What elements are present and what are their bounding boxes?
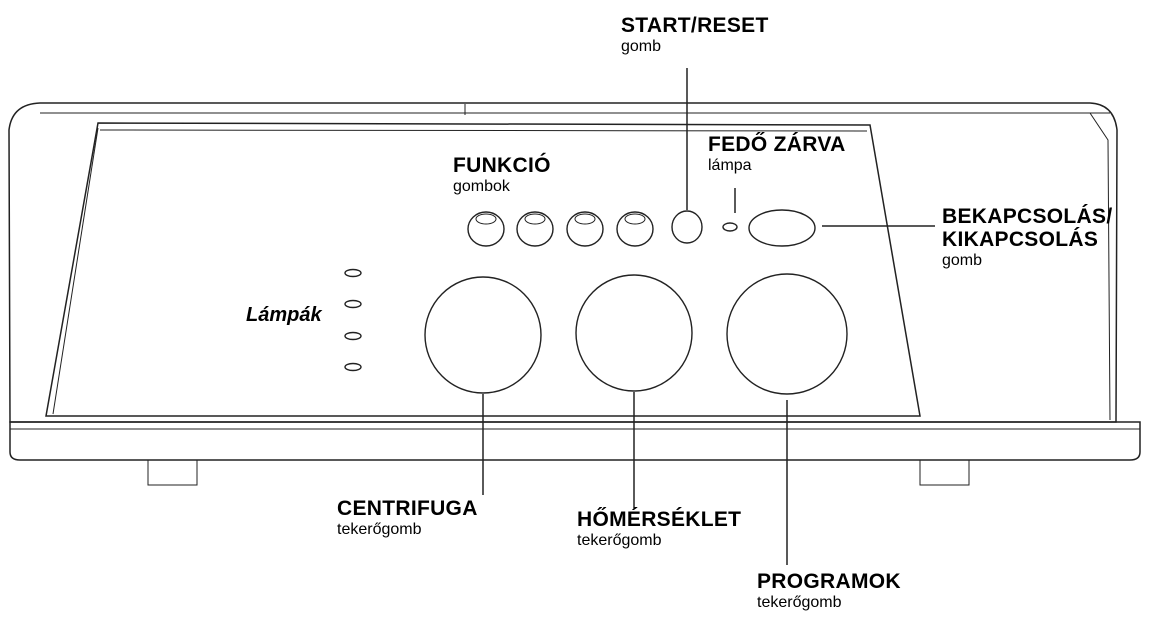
- centrifuga-title: CENTRIFUGA: [337, 497, 478, 520]
- programok-title: PROGRAMOK: [757, 570, 901, 593]
- function-button-4: [616, 211, 654, 247]
- lid-closed-lamp: [722, 222, 738, 232]
- temperature-dial: [575, 274, 693, 392]
- start-reset-title: START/RESET: [621, 14, 769, 37]
- funkcio-label: FUNKCIÓ gombok: [453, 154, 551, 196]
- indicator-lamp-4: [344, 362, 362, 372]
- bekapcsolas-title-2: KIKAPCSOLÁS: [942, 228, 1099, 251]
- start-reset-button: [671, 210, 703, 244]
- indicator-lamp-3: [344, 331, 362, 341]
- homerseklet-title: HŐMÉRSÉKLET: [577, 508, 742, 531]
- spin-dial: [424, 276, 542, 394]
- fedo-zarva-title: FEDŐ ZÁRVA: [708, 133, 846, 156]
- function-button-2: [516, 211, 554, 247]
- bekapcsolas-title-1: BEKAPCSOLÁS/: [942, 205, 1113, 228]
- panel-face-left-shadow: [52, 127, 99, 415]
- function-button-1: [467, 211, 505, 247]
- power-button: [748, 209, 816, 247]
- bekapcsolas-label: BEKAPCSOLÁS/ KIKAPCSOLÁS gomb: [942, 205, 1112, 270]
- fedo-zarva-label: FEDŐ ZÁRVA lámpa: [708, 133, 846, 175]
- programok-label: PROGRAMOK tekerőgomb: [757, 570, 901, 612]
- centrifuga-label: CENTRIFUGA tekerőgomb: [337, 497, 478, 539]
- homerseklet-sub: tekerőgomb: [577, 532, 662, 549]
- function-button-3: [566, 211, 604, 247]
- funkcio-title: FUNKCIÓ: [453, 154, 551, 177]
- base-foot-right: [919, 460, 970, 486]
- fedo-zarva-sub: lámpa: [708, 157, 752, 174]
- bekapcsolas-sub: gomb: [942, 252, 983, 269]
- start-reset-sub: gomb: [621, 38, 662, 55]
- panel-face-outline: [45, 122, 921, 417]
- indicator-lamp-1: [344, 268, 362, 278]
- panel-face-inner-edge: [99, 129, 868, 132]
- centrifuga-sub: tekerőgomb: [337, 521, 422, 538]
- lampak-label: Lámpák: [246, 304, 322, 326]
- start-reset-label: START/RESET gomb: [621, 14, 769, 56]
- panel-base: [9, 421, 1141, 461]
- indicator-lamp-2: [344, 299, 362, 309]
- housing-right-side: [1089, 112, 1111, 421]
- base-foot-left: [147, 460, 198, 486]
- funkcio-sub: gombok: [453, 178, 510, 195]
- programok-sub: tekerőgomb: [757, 594, 842, 611]
- homerseklet-label: HŐMÉRSÉKLET tekerőgomb: [577, 508, 741, 550]
- program-dial: [726, 273, 848, 395]
